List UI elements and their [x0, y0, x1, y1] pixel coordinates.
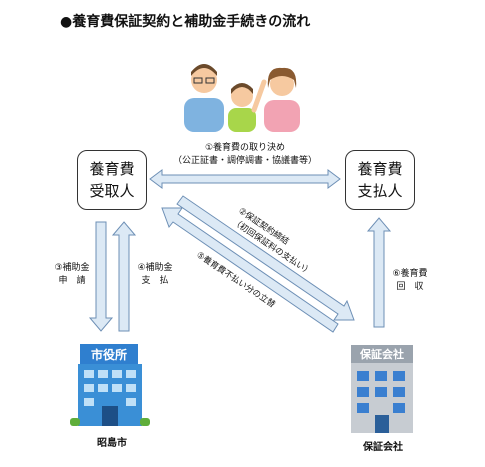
father-figure — [184, 64, 224, 132]
step6-label: ⑥養育費 回 収 — [390, 268, 430, 294]
step6-text: ⑥養育費 — [392, 269, 428, 279]
step1-label: ①養育費の取り決め （公正証書・調停調書・協議書等） — [160, 142, 330, 168]
agreement-double-arrow — [149, 169, 341, 189]
step3-text: ③補助金 — [54, 263, 90, 273]
receiver-label-line2: 受取人 — [89, 182, 135, 200]
company-sign — [351, 345, 413, 363]
city-hall-sign — [80, 344, 138, 364]
city-hall-building: 市役所 — [70, 344, 150, 426]
step4-text: ④補助金 — [137, 263, 173, 273]
step3-subtext: 申 請 — [58, 276, 86, 286]
payer-box: 養育費 支払人 — [345, 150, 415, 210]
family-illustration — [184, 64, 300, 132]
subsidy-payment-arrow — [111, 221, 137, 332]
receiver-box: 養育費 受取人 — [77, 150, 147, 210]
payer-label-line2: 支払人 — [357, 182, 403, 200]
step1-subtext: （公正証書・調停調書・協議書等） — [172, 156, 317, 166]
company-sign-text: 保証会社 — [359, 347, 404, 361]
subsidy-application-arrow — [88, 221, 114, 332]
mother-figure — [264, 67, 300, 132]
child-figure — [228, 79, 267, 132]
step3-label: ③補助金 申 請 — [52, 262, 92, 288]
step1-text: ①養育費の取り決め — [204, 143, 286, 153]
diagram-title: ●養育費保証契約と補助金手続きの流れ — [60, 14, 311, 30]
step6-subtext: 回 収 — [396, 282, 424, 292]
receiver-label-line1: 養育費 — [89, 160, 135, 178]
city-name-label: 昭島市 — [97, 438, 127, 449]
collection-arrow — [366, 217, 392, 328]
company-building: 保証会社 — [351, 345, 413, 433]
guarantee-contract-arrow — [176, 195, 355, 321]
company-name-label: 保証会社 — [363, 442, 403, 453]
step4-label: ④補助金 支 払 — [135, 262, 175, 288]
advance-payment-arrow — [161, 207, 339, 333]
payer-label-line1: 養育費 — [357, 160, 403, 178]
step4-subtext: 支 払 — [141, 276, 169, 286]
city-hall-sign-text: 市役所 — [91, 347, 127, 362]
